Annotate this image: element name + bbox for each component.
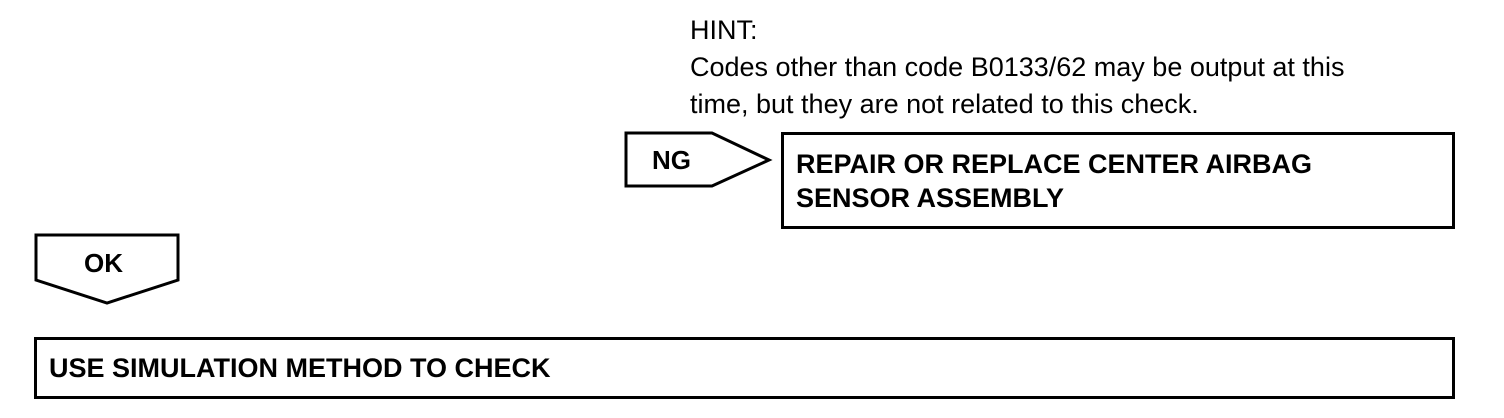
simulation-action-box: USE SIMULATION METHOD TO CHECK: [34, 337, 1455, 399]
hint-line-2: time, but they are not related to this c…: [690, 89, 1199, 119]
ok-arrow-shape: [34, 233, 180, 305]
ok-label: OK: [84, 248, 123, 278]
hint-block: HINT: Codes other than code B0133/62 may…: [690, 12, 1480, 123]
hint-title: HINT:: [690, 15, 758, 45]
ng-label: NG: [652, 145, 691, 175]
repair-action-line-2: SENSOR ASSEMBLY: [796, 183, 1065, 213]
hint-line-1: Codes other than code B0133/62 may be ou…: [690, 52, 1345, 82]
repair-action-line-1: REPAIR OR REPLACE CENTER AIRBAG: [796, 149, 1313, 179]
repair-action-box: REPAIR OR REPLACE CENTER AIRBAG SENSOR A…: [781, 132, 1455, 229]
ng-arrow-shape: [624, 131, 773, 188]
